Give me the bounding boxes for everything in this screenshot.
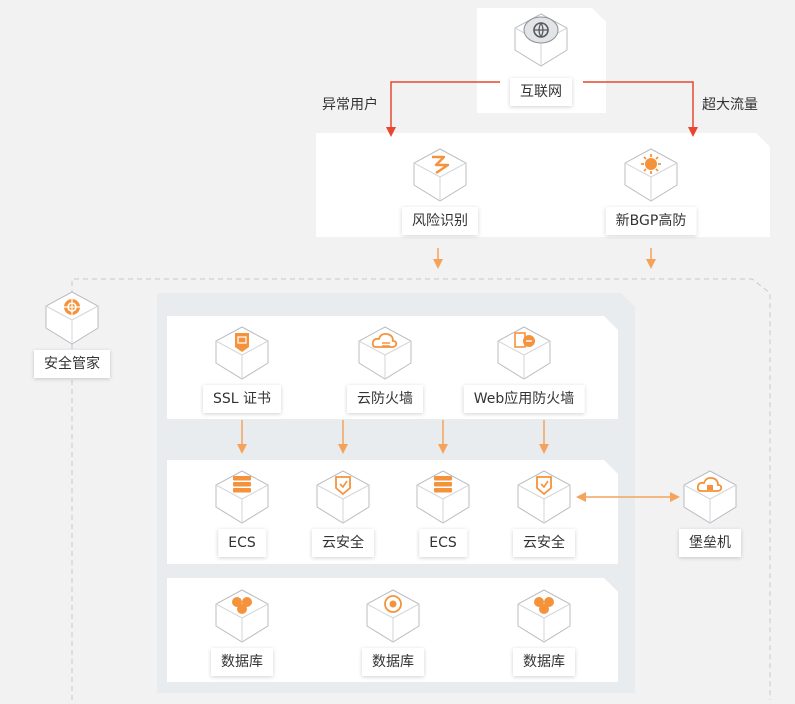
bastion-icon [683,470,737,524]
cloud-firewall-label: 云防火墙 [347,385,423,413]
database-label-1: 数据库 [211,648,273,676]
database-label-2: 数据库 [362,648,424,676]
server-icon [215,470,269,524]
risk-label: 风险识别 [402,207,478,235]
database-icon [517,589,571,643]
cloud-security-label-2: 云安全 [513,529,575,557]
shield-icon [517,470,571,524]
globe-icon [514,13,568,67]
guardian-icon [45,291,99,345]
database-icon [215,589,269,643]
risk-scan-icon [413,148,467,202]
database-label-3: 数据库 [513,648,575,676]
certificate-icon [215,326,269,380]
heavy-traffic-arrow [583,81,698,137]
ssl-label: SSL 证书 [202,385,282,413]
heavy-traffic-label: 超大流量 [702,97,758,113]
bgp-label: 新BGP高防 [605,207,697,235]
abnormal-users-label: 异常用户 [322,97,378,113]
cloud-security-label-1: 云安全 [312,529,374,557]
database-icon [366,589,420,643]
ecs-label-1: ECS [218,529,266,557]
security-center-label: 安全管家 [34,350,110,378]
internet-label: 互联网 [510,78,572,106]
waf-label: Web应用防火墙 [463,385,585,413]
dashed-zone-outline [71,278,771,700]
waf-icon [497,326,551,380]
bgp-shield-icon [624,148,678,202]
abnormal-users-arrow [386,81,500,137]
bastion-label: 堡垒机 [679,529,741,557]
server-icon [416,470,470,524]
cloud-firewall-icon [358,326,412,380]
ecs-label-2: ECS [419,529,467,557]
shield-icon [316,470,370,524]
